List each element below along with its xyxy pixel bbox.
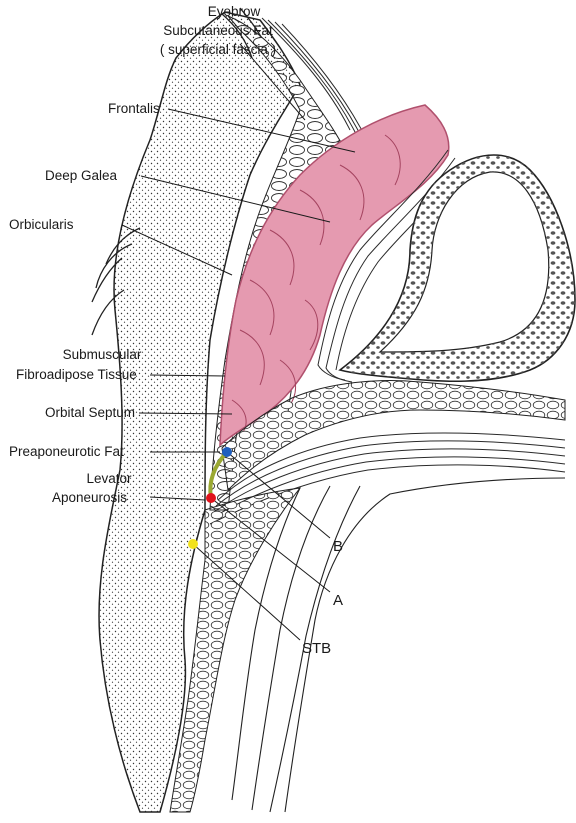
label-orbicularis: Orbicularis — [9, 216, 74, 233]
label-subcutaneous-fat: Subcutaneous Fat — [158, 22, 278, 39]
label-preaponeurotic-fat: Preaponeurotic Fat — [9, 443, 124, 460]
label-eyebrow: Eyebrow — [186, 3, 282, 20]
label-aponeurosis: Aponeurosis — [52, 489, 127, 506]
label-deep-galea: Deep Galea — [45, 167, 117, 184]
label-superficial-fascia: ( superficial fascia ) — [150, 41, 286, 58]
point-a-marker — [206, 493, 216, 503]
label-point-stb: STB — [302, 640, 331, 657]
point-stb-marker — [188, 539, 198, 549]
label-submuscular: Submuscular — [54, 346, 150, 363]
point-b-marker — [222, 447, 232, 457]
label-levator: Levator — [74, 470, 144, 487]
eyelid-lines — [232, 478, 565, 812]
label-point-b: B — [333, 538, 343, 555]
label-fibroadipose-tissue: Fibroadipose Tissue — [16, 366, 137, 383]
label-point-a: A — [333, 592, 343, 609]
label-frontalis: Frontalis — [108, 100, 160, 117]
label-orbital-septum: Orbital Septum — [45, 404, 135, 421]
